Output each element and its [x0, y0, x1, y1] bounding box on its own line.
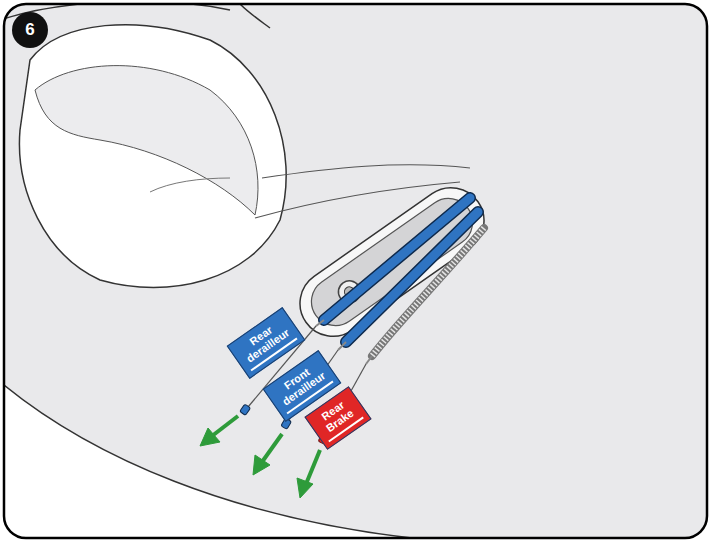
tube-edge	[262, 165, 470, 178]
background-area	[4, 385, 430, 538]
frame-opening	[19, 25, 286, 288]
step-number: 6	[25, 20, 34, 40]
frame-inner-face	[35, 66, 258, 215]
cable-port	[287, 175, 497, 350]
pull-arrows	[200, 416, 320, 498]
figure-border	[4, 4, 707, 538]
step-number: 6	[12, 12, 48, 48]
